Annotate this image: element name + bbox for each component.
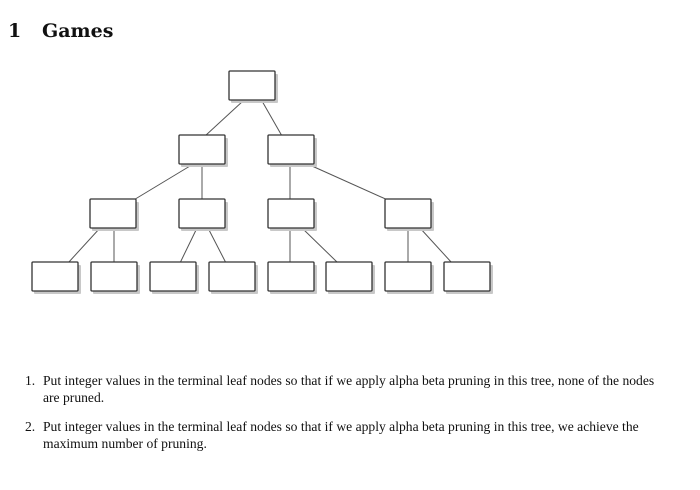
tree-edge: [179, 227, 198, 264]
tree-edge: [419, 227, 453, 264]
tree-edge: [204, 100, 244, 137]
tree-nodes: [31, 70, 493, 294]
tree-leaf-node: [90, 261, 140, 294]
question-text: Put integer values in the terminal leaf …: [43, 419, 639, 451]
question-text: Put integer values in the terminal leaf …: [43, 373, 655, 405]
question-list: 1. Put integer values in the terminal le…: [0, 372, 700, 464]
question-item: 2. Put integer values in the terminal le…: [0, 418, 700, 452]
section-number: 1: [8, 20, 22, 42]
tree-leaf-node: [384, 261, 434, 294]
tree-leaf-node: [325, 261, 375, 294]
section-title: Games: [42, 20, 114, 42]
section-heading: 1 Games: [8, 20, 113, 42]
tree-edge: [301, 227, 339, 264]
tree-node-level2: [178, 198, 228, 231]
tree-node-level2: [89, 198, 139, 231]
tree-leaf-node: [267, 261, 317, 294]
tree-edge: [261, 100, 283, 137]
tree-node-level1: [267, 134, 317, 167]
tree-leaf-node: [31, 261, 81, 294]
tree-edge: [131, 165, 191, 202]
question-number: 1.: [25, 373, 36, 388]
tree-edge: [311, 165, 391, 202]
tree-edge: [67, 227, 101, 264]
tree-node-level1: [178, 134, 228, 167]
tree-node-level2: [384, 198, 434, 231]
tree-edge: [207, 227, 227, 264]
question-number: 2.: [25, 419, 36, 434]
tree-leaf-node: [208, 261, 258, 294]
question-item: 1. Put integer values in the terminal le…: [0, 372, 700, 406]
tree-leaf-node: [443, 261, 493, 294]
game-tree-diagram: [31, 70, 493, 294]
tree-node-root: [228, 70, 278, 103]
tree-leaf-node: [149, 261, 199, 294]
tree-node-level2: [267, 198, 317, 231]
tree-edges: [67, 100, 453, 264]
